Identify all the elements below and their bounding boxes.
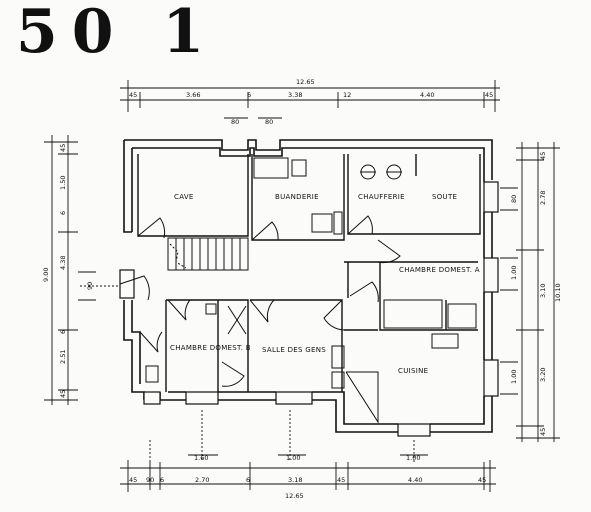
plan-number: 50 1 (16, 0, 219, 67)
bottom-dim-seg-6: 3.18 (288, 476, 302, 484)
left-dim-seg-2: 1.50 (59, 176, 67, 190)
room-chambre-domest-b-label: CHAMBRE DOMEST. B (170, 344, 251, 352)
door-swings (119, 215, 401, 424)
window-bays (119, 181, 499, 437)
bottom-dim-seg-5: 6 (246, 476, 250, 484)
bottom-total-dim: 12.65 (285, 492, 304, 500)
right-opening-dim-1: 80 (510, 195, 518, 203)
bottom-opening-dim-3: 1.00 (406, 454, 420, 462)
room-soute-label: SOUTE (432, 193, 457, 201)
right-dimension-lines (500, 142, 560, 442)
top-dim-seg-5: 12 (343, 91, 351, 99)
left-dim-seg-1: 45 (59, 144, 67, 152)
right-dim-seg-3: 3.10 (539, 284, 547, 298)
right-dim-seg-4: 3.20 (539, 368, 547, 382)
right-dim-seg-5: 45 (539, 428, 547, 436)
top-window-dim-b: 80 (265, 118, 273, 126)
right-dim-seg-1: 45 (539, 152, 547, 160)
room-cave-label: CAVE (174, 193, 194, 201)
bottom-dim-seg-2: 90 (146, 476, 154, 484)
top-dim-seg-4: 3.38 (288, 91, 302, 99)
right-opening-dim-3: 1.00 (510, 370, 518, 384)
top-dim-seg-6: 4.40 (420, 91, 434, 99)
left-dimension-lines (44, 135, 118, 405)
left-dim-seg-4: 4.38 (59, 256, 67, 270)
exterior-walls (123, 139, 493, 433)
interior-walls (137, 154, 481, 392)
fixtures (145, 157, 477, 389)
top-window-dim-a: 80 (231, 118, 239, 126)
room-salle-des-gens-label: SALLE DES GENS (262, 346, 326, 354)
top-dim-seg-2: 3.66 (186, 91, 200, 99)
bottom-dim-seg-8: 4.40 (408, 476, 422, 484)
room-chaufferie-label: CHAUFFERIE (358, 193, 405, 201)
right-opening-dim-2: 1.00 (510, 266, 518, 280)
bottom-dimension-lines (120, 410, 496, 492)
bottom-opening-dim-1: 1.60 (194, 454, 208, 462)
bottom-dim-seg-4: 2.70 (195, 476, 209, 484)
room-cuisine-label: CUISINE (398, 367, 428, 375)
room-chambre-domest-a-label: CHAMBRE DOMEST. A (399, 266, 480, 274)
top-total-dim: 12.65 (296, 78, 315, 86)
left-total-dim: 9.00 (42, 268, 50, 282)
top-dim-seg-7: 45 (485, 91, 493, 99)
bottom-dim-seg-3: 6 (160, 476, 164, 484)
bottom-dim-seg-9: 45 (478, 476, 486, 484)
top-dim-seg-3: 6 (247, 91, 251, 99)
left-mid-dim: 90 (86, 282, 94, 290)
top-dim-seg-1: 45 (129, 91, 137, 99)
left-dim-seg-3: 6 (59, 211, 67, 215)
room-buanderie-label: BUANDERIE (275, 193, 319, 201)
right-total-dim: 10.10 (554, 283, 562, 302)
right-dim-seg-2: 2.78 (539, 191, 547, 205)
bottom-dim-seg-7: 45 (337, 476, 345, 484)
left-dim-seg-7: 45 (59, 390, 67, 398)
bottom-opening-dim-2: 1.00 (286, 454, 300, 462)
bottom-dim-seg-1: 45 (129, 476, 137, 484)
stair (167, 237, 249, 271)
top-dimension-lines (120, 80, 500, 119)
left-dim-seg-5: 6 (59, 330, 67, 334)
left-dim-seg-6: 2.51 (59, 350, 67, 364)
